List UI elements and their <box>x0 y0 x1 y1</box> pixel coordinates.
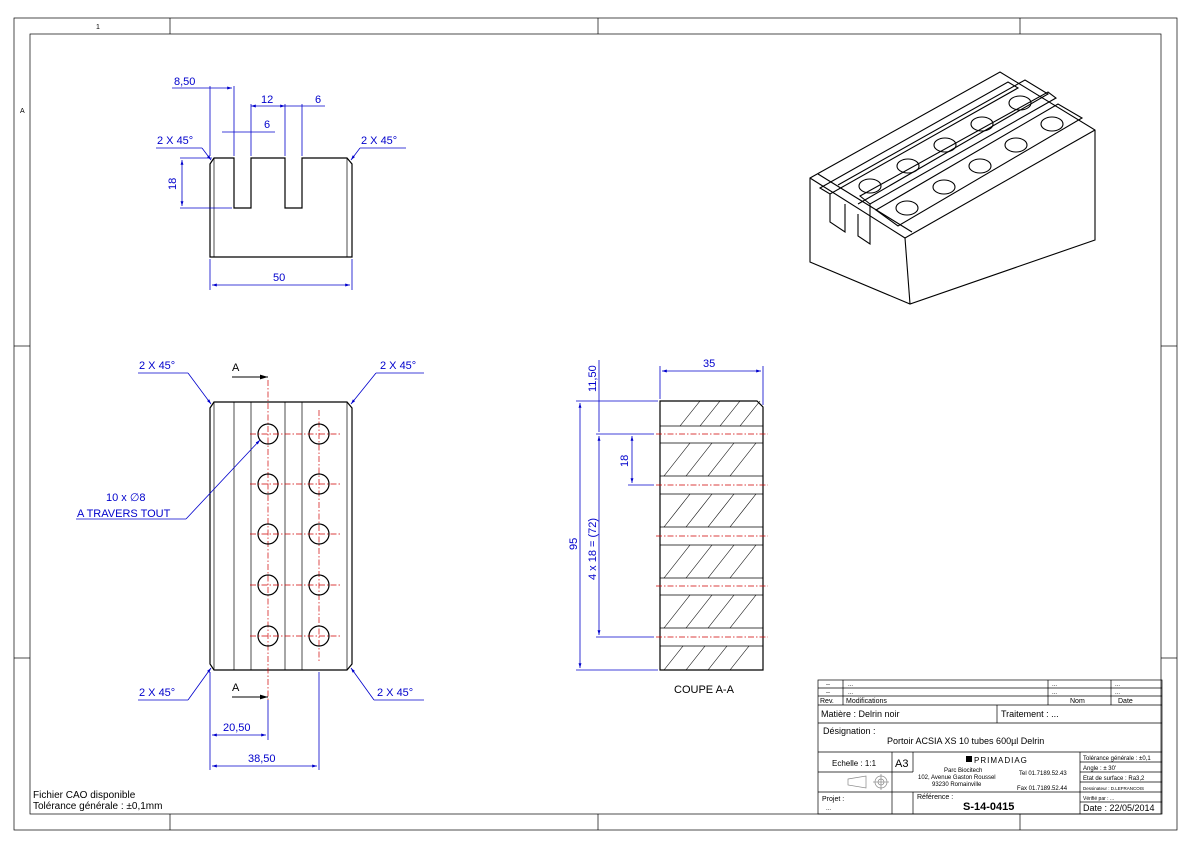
scale: Echelle : 1:1 <box>832 759 877 768</box>
dim-18-top: 18 <box>167 178 179 190</box>
drawing-date: Date : 22/05/2014 <box>1083 803 1155 813</box>
dim-6-inner: 6 <box>264 119 270 131</box>
dim-pitch: 4 x 18 = (72) <box>587 518 599 580</box>
dim-8-50: 8,50 <box>174 76 195 88</box>
isometric-view <box>809 71 1096 305</box>
rev-row1-date: ... <box>1115 682 1120 688</box>
dim-35: 35 <box>703 358 715 370</box>
rev-row2-date: ... <box>1115 690 1120 696</box>
rev-row1-rev: -- <box>826 682 830 688</box>
section-label-bottom: A <box>232 682 240 694</box>
fax: Fax 01.7189.52.44 <box>1017 786 1068 792</box>
project-value: ... <box>826 806 831 812</box>
treatment: Traitement : ... <box>1001 709 1059 719</box>
material: Matière : Delrin noir <box>821 709 900 719</box>
holes-note-line1: 10 x ∅8 <box>106 492 146 504</box>
chamfer-top-left: 2 X 45° <box>157 135 193 147</box>
dim-11-50: 11,50 <box>587 365 599 392</box>
address-line2: 102, Avenue Gaston Roussel <box>918 775 996 781</box>
chamfer-top-right: 2 X 45° <box>361 135 397 147</box>
chamfer-front-tl: 2 X 45° <box>139 360 175 372</box>
front-view: A A 2 X 45° 2 X 45° 2 X 45° 2 X 45° 10 x… <box>76 360 424 770</box>
rev-header-nom: Nom <box>1070 698 1085 705</box>
chamfer-front-br: 2 X 45° <box>377 687 413 699</box>
note-tolerance: Tolérance générale : ±0,1mm <box>33 801 162 812</box>
section-view: 35 11,50 95 4 x 18 = (72) 18 COUPE A-A <box>568 358 768 696</box>
dim-18-section: 18 <box>619 455 631 467</box>
general-tolerance: Tolérance générale : ±0,1 <box>1083 756 1151 762</box>
dim-38-50: 38,50 <box>248 753 276 765</box>
address-line3: 93230 Romainville <box>932 782 982 788</box>
dim-12: 12 <box>261 94 273 106</box>
designer: Dessinateur : D.LEFRANCOIS <box>1083 786 1144 791</box>
reference-label: Référence : <box>917 794 953 801</box>
designation-value: Portoir ACSIA XS 10 tubes 600µl Delrin <box>887 736 1044 746</box>
chamfer-front-bl: 2 X 45° <box>139 687 175 699</box>
rev-row2-rev: -- <box>826 690 830 696</box>
section-hatching <box>663 400 761 671</box>
rev-header-mod: Modifications <box>846 698 887 705</box>
rev-row1-mod: ... <box>848 682 853 688</box>
project-label: Projet : <box>822 796 844 803</box>
rev-row1-nom: ... <box>1052 682 1057 688</box>
dim-95: 95 <box>568 538 580 550</box>
dim-20-50: 20,50 <box>223 722 251 734</box>
angle-tolerance: Angle : ± 30' <box>1083 766 1116 772</box>
sheet-format: A3 <box>895 758 908 770</box>
designation-label: Désignation : <box>823 726 876 736</box>
dim-6-top: 6 <box>315 94 321 106</box>
sheet-frame: 1 A <box>13 17 1178 831</box>
reference-value: S-14-0415 <box>963 801 1014 813</box>
checked-by: Vérifié par : ... <box>1083 796 1114 802</box>
rev-row2-mod: ... <box>848 690 853 696</box>
note-cad-available: Fichier CAO disponible <box>33 790 136 801</box>
phone: Tel 01.7189.52.43 <box>1019 771 1067 777</box>
zone-row-label: A <box>20 108 25 115</box>
rev-header-rev: Rev. <box>820 698 834 705</box>
section-label-top: A <box>232 362 240 374</box>
rev-header-date: Date <box>1118 698 1133 705</box>
company-name: PRIMADIAG <box>974 756 1028 765</box>
holes-note-line2: A TRAVERS TOUT <box>77 508 171 520</box>
address-line1: Parc Biocitech <box>944 768 982 774</box>
projection-symbol-icon <box>847 774 889 790</box>
title-block-text: -- ... ... ... -- ... ... ... Rev. Modif… <box>820 682 1155 813</box>
surface-finish: Etat de surface : Ra3,2 <box>1083 776 1145 782</box>
section-caption: COUPE A-A <box>674 684 735 696</box>
chamfer-front-tr: 2 X 45° <box>380 360 416 372</box>
hole-pattern <box>250 423 340 647</box>
zone-column-label: 1 <box>96 24 100 31</box>
company-logo-icon <box>966 756 972 762</box>
title-block <box>817 679 1163 815</box>
rev-row2-nom: ... <box>1052 690 1057 696</box>
dim-50: 50 <box>273 272 285 284</box>
top-view: 8,50 12 6 6 18 50 2 X 45° 2 X 45° <box>156 76 406 290</box>
